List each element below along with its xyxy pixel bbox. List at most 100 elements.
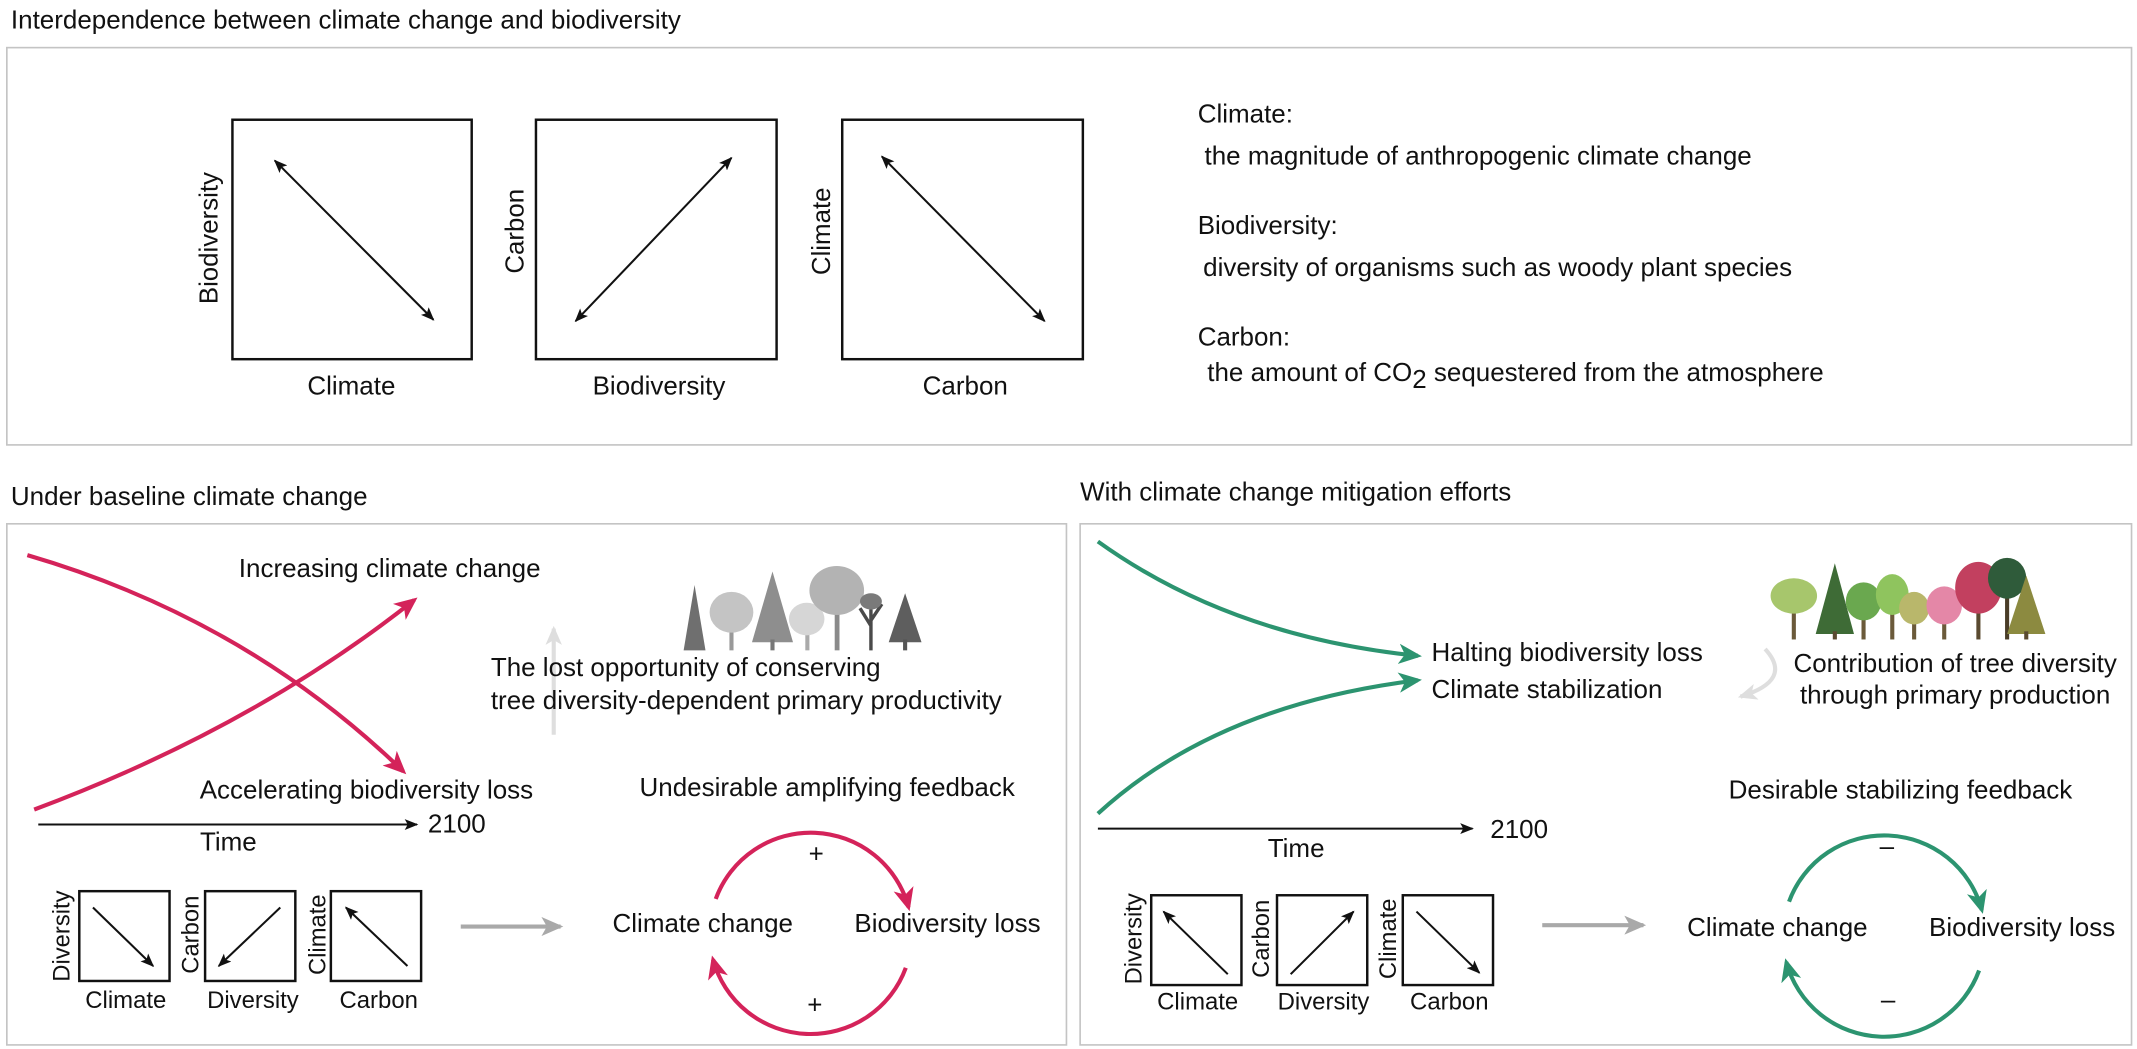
time-axis-end-label: 2100 xyxy=(1490,816,1548,844)
outcome-label: Climate stabilization xyxy=(1432,676,1663,704)
definition-text: the amount of CO2 sequestered from the a… xyxy=(1207,359,1823,394)
opportunity-text: The lost opportunity of conserving xyxy=(491,654,881,682)
time-axis-end-label: 2100 xyxy=(428,811,486,839)
double-headed-arrow xyxy=(880,155,1046,323)
mini-axis-box xyxy=(1149,894,1243,987)
section-frame xyxy=(6,46,2133,446)
double-headed-arrow xyxy=(574,156,733,323)
definition-term: Biodiversity: xyxy=(1198,212,1338,240)
mini-axis-box xyxy=(1275,894,1369,987)
relationship-panel: Biodiversity Climate xyxy=(195,118,473,401)
mitigation-section: With climate change mitigation efforts H… xyxy=(1079,479,2133,1046)
interdependence-section: Interdependence between climate change a… xyxy=(6,7,2133,446)
mini-axis-box xyxy=(203,889,297,983)
gray-tree-cluster xyxy=(683,565,922,651)
definition-text: the magnitude of anthropogenic climate c… xyxy=(1205,143,1752,171)
section-title: Interdependence between climate change a… xyxy=(11,7,681,35)
subscript: 2 xyxy=(1412,366,1426,394)
mini-x-axis-label: Carbon xyxy=(339,987,417,1014)
deciduous-tree-icon xyxy=(1987,557,2027,640)
loop-node-right: Biodiversity loss xyxy=(854,910,1040,938)
axis-box xyxy=(840,118,1085,361)
mini-relationship-panel: Carbon Diversity xyxy=(177,889,299,1014)
mini-x-axis-label: Climate xyxy=(1157,989,1238,1016)
relationship-arrow xyxy=(92,906,155,967)
feedback-loop-arc-top xyxy=(1787,833,1987,914)
mini-x-axis-label: Carbon xyxy=(1410,989,1488,1016)
conifer-tree-icon xyxy=(1815,563,1854,640)
feedback-title: Desirable stabilizing feedback xyxy=(1729,777,2073,805)
mini-y-axis-label: Carbon xyxy=(177,896,204,974)
definition-term: Carbon: xyxy=(1198,324,1290,352)
y-axis-label: Climate xyxy=(808,187,836,275)
definition-text-part: the amount of CO xyxy=(1207,359,1412,387)
time-axis-label: Time xyxy=(200,828,257,856)
colored-tree-cluster xyxy=(1770,557,2046,640)
loop-sign-bottom: + xyxy=(807,992,822,1020)
mini-relationship-panel: Diversity Climate xyxy=(1121,893,1243,1016)
feedback-loop-arc-top xyxy=(713,830,914,912)
loop-node-right: Biodiversity loss xyxy=(1929,914,2115,942)
mini-relationship-panel: Climate Carbon xyxy=(1375,894,1495,1016)
relationship-arrow xyxy=(1415,910,1481,974)
climate-trajectory-curve xyxy=(1096,672,1422,816)
mini-y-axis-label: Diversity xyxy=(49,890,76,981)
time-axis-label: Time xyxy=(1268,835,1325,863)
feedback-title: Undesirable amplifying feedback xyxy=(640,774,1015,802)
biodiversity-trajectory-curve xyxy=(1096,539,1422,665)
climate-change-increase-curve xyxy=(33,597,418,812)
mini-relationship-panel: Carbon Diversity xyxy=(1248,894,1370,1016)
mini-y-axis-label: Carbon xyxy=(1248,900,1275,978)
mini-y-axis-label: Climate xyxy=(1375,898,1402,979)
section-title: With climate change mitigation efforts xyxy=(1080,479,1511,507)
relationship-panel: Climate Carbon xyxy=(808,118,1085,401)
section-frame xyxy=(6,523,1068,1046)
relationship-panel: Carbon Biodiversity xyxy=(502,118,778,401)
deciduous-tree-icon xyxy=(1770,578,1818,640)
double-headed-arrow xyxy=(273,159,435,321)
section-frame xyxy=(1079,523,2133,1046)
mini-x-axis-label: Diversity xyxy=(207,987,299,1014)
conifer-tree-icon xyxy=(888,593,922,651)
opportunity-text: tree diversity-dependent primary product… xyxy=(491,687,1002,715)
loop-node-left: Climate change xyxy=(613,910,793,938)
deciduous-tree-icon xyxy=(1926,586,1962,640)
bare-tree-icon xyxy=(858,593,884,651)
mini-axis-box xyxy=(78,889,171,983)
x-axis-label: Climate xyxy=(307,373,395,401)
axis-box xyxy=(534,118,778,361)
relationship-arrow xyxy=(1289,910,1355,975)
y-axis-label: Carbon xyxy=(502,189,530,274)
definition-term: Climate: xyxy=(1198,101,1293,129)
relationship-arrow xyxy=(1162,910,1229,975)
deciduous-tree-icon xyxy=(1845,582,1882,640)
definitions-list: Climate: the magnitude of anthropogenic … xyxy=(1198,101,1824,394)
mini-x-axis-label: Diversity xyxy=(1278,989,1370,1016)
deciduous-tree-icon xyxy=(1899,591,1930,640)
mini-axis-box xyxy=(1401,894,1495,987)
mini-axis-box xyxy=(329,889,423,983)
mini-relationship-panel: Climate Carbon xyxy=(304,889,423,1014)
mini-y-axis-label: Diversity xyxy=(1121,893,1148,984)
definition-text: diversity of organisms such as woody pla… xyxy=(1203,254,1792,282)
y-axis-label: Biodiversity xyxy=(195,172,223,304)
biodiversity-decline-curve xyxy=(26,553,407,775)
outcome-label: Halting biodiversity loss xyxy=(1432,639,1703,667)
conifer-tree-icon xyxy=(2007,575,2046,640)
loop-sign-top: + xyxy=(809,841,824,869)
contribution-text: Contribution of tree diversity xyxy=(1793,650,2116,678)
relationship-arrow xyxy=(344,906,409,967)
mini-relationship-panel: Diversity Climate xyxy=(49,889,171,1014)
deciduous-tree-icon xyxy=(809,565,865,651)
loop-node-left: Climate change xyxy=(1687,914,1867,942)
section-title: Under baseline climate change xyxy=(11,483,368,511)
deciduous-tree-icon xyxy=(709,591,754,651)
faint-curved-arrow xyxy=(1737,647,1778,700)
feedback-loop-arc-bottom xyxy=(1781,958,1982,1039)
loop-sign-bottom: – xyxy=(1881,986,1896,1014)
x-axis-label: Carbon xyxy=(923,373,1008,401)
mini-x-axis-label: Climate xyxy=(85,987,166,1014)
contribution-text: through primary production xyxy=(1800,681,2110,709)
axis-box xyxy=(231,118,473,361)
